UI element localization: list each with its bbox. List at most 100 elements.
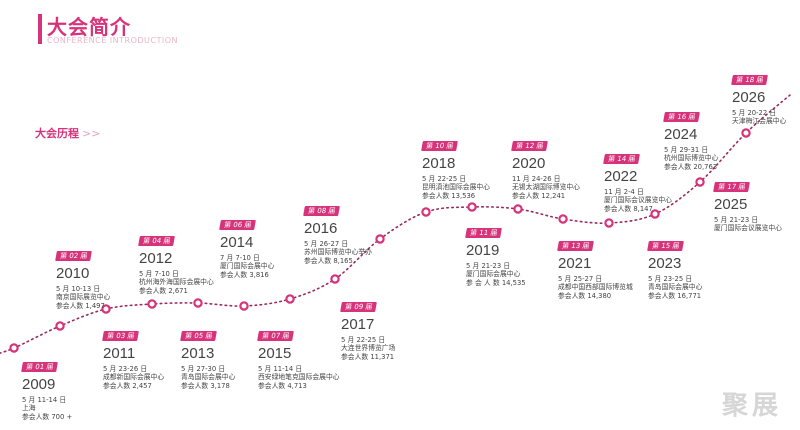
edition-year: 2013 (181, 345, 215, 362)
edition-badge: 第 12 届 (511, 141, 549, 151)
edition-venue: 成都新国际会展中心 (103, 373, 165, 382)
edition-badge: 第 03 届 (102, 331, 140, 341)
edition-venue: 大连世界博览广场 (341, 344, 396, 353)
edition-date: 5 月 21-23 日 (466, 261, 511, 270)
edition-venue: 苏州国际博览中心举办 (304, 248, 372, 257)
edition-attendance: 参会人数 3,178 (181, 381, 230, 390)
edition-venue: 上海 (22, 404, 36, 413)
edition-date: 5 月 26-27 日 (304, 239, 349, 248)
edition-date: 5 月 7-10 日 (139, 269, 179, 278)
edition-date: 5 月 10-13 日 (56, 284, 101, 293)
edition-badge: 第 02 届 (55, 251, 93, 261)
edition-year: 2020 (512, 155, 546, 172)
edition-year: 2023 (648, 255, 682, 272)
edition-badge: 第 18 届 (731, 75, 769, 85)
edition-badge: 第 09 届 (340, 302, 378, 312)
edition-attendance: 参会人数 700 + (22, 412, 73, 421)
edition-year: 2010 (56, 265, 90, 282)
edition-year: 2011 (103, 345, 136, 362)
edition-attendance: 参会人数 14,380 (558, 291, 612, 300)
edition-year: 2024 (664, 126, 698, 143)
edition-date: 5 月 22-25 日 (422, 174, 467, 183)
edition-venue: 西安绿地笔克国际会展中心 (258, 373, 340, 382)
edition-year: 2021 (558, 255, 592, 272)
edition-venue: 天津梅江会展中心 (732, 117, 787, 126)
edition-date: 5 月 22-25 日 (341, 335, 386, 344)
timeline-dot (101, 304, 111, 314)
edition-badge: 第 16 届 (663, 112, 701, 122)
edition-badge: 第 15 届 (647, 241, 685, 251)
section-label: 大会历程 (35, 127, 79, 140)
edition-attendance: 参会人数 11,371 (341, 352, 395, 361)
edition-attendance: 参会人数 13,536 (422, 191, 476, 200)
edition-year: 2019 (466, 242, 500, 259)
timeline-dot (650, 209, 660, 219)
edition-venue: 昆明滇池国际会展中心 (422, 183, 490, 192)
timeline-dot (239, 301, 249, 311)
edition-date: 11 月 2-4 日 (604, 187, 644, 196)
timeline-entry: 第 03 届 2011 5 月 23-26 日成都新国际会展中心参会人数 2,457 (102, 323, 165, 390)
edition-venue: 青岛国际会展中心 (648, 283, 703, 292)
edition-venue: 无锡太湖国际博览中心 (512, 183, 580, 192)
edition-year: 2018 (422, 155, 456, 172)
edition-year: 2022 (604, 168, 638, 185)
edition-venue: 南京国际展览中心 (56, 293, 111, 302)
timeline-dot (513, 204, 523, 214)
edition-date: 5 月 23-26 日 (103, 364, 148, 373)
edition-badge: 第 04 届 (138, 236, 176, 246)
edition-venue: 杭州国际博览中心 (664, 154, 719, 163)
edition-date: 11 月 24-26 日 (512, 174, 561, 183)
edition-badge: 第 05 届 (180, 331, 218, 341)
timeline-dot (604, 218, 614, 228)
edition-badge: 第 17 届 (713, 182, 751, 192)
edition-date: 5 月 27-30 日 (181, 364, 226, 373)
page-title: 大会简介 (47, 15, 131, 39)
edition-attendance: 参会人数 20,763 (664, 162, 718, 171)
timeline-entry: 第 05 届 2013 5 月 27-30 日青岛国际会展中心参会人数 3,178 (180, 323, 236, 390)
title-accent-bar (38, 14, 42, 44)
edition-year: 2012 (139, 250, 173, 267)
edition-date: 5 月 23-25 日 (648, 274, 693, 283)
timeline-dot (330, 274, 340, 284)
timeline-entry: 第 16 届 2024 5 月 29-31 日杭州国际博览中心参会人数 20,763 (663, 104, 719, 171)
edition-venue: 青岛国际会展中心 (181, 373, 236, 382)
edition-badge: 第 07 届 (257, 331, 295, 341)
edition-date: 5 月 21-23 日 (714, 215, 759, 224)
timeline-entry: 第 15 届 2023 5 月 23-25 日青岛国际会展中心参会人数 16,771 (647, 233, 703, 300)
edition-date: 7 月 7-10 日 (220, 253, 260, 262)
edition-badge: 第 08 届 (303, 206, 341, 216)
edition-date: 5 月 25-27 日 (558, 274, 603, 283)
timeline-dot (558, 214, 568, 224)
edition-year: 2016 (304, 220, 338, 237)
edition-year: 2015 (258, 345, 292, 362)
edition-badge: 第 11 届 (465, 228, 503, 238)
edition-venue: 杭州海外海国际会展中心 (139, 278, 214, 287)
edition-badge: 第 14 届 (603, 154, 641, 164)
edition-venue: 厦门国际会议展览中心 (604, 196, 672, 205)
page-subtitle: CONFERENCE INTRODUCTION (47, 36, 179, 45)
timeline-dot (285, 294, 295, 304)
watermark-logo: 聚展 (721, 391, 782, 421)
edition-year: 2025 (714, 196, 748, 213)
timeline-dot (147, 299, 157, 309)
edition-attendance: 参会人数 2,457 (103, 381, 152, 390)
edition-attendance: 参会人数 3,816 (220, 270, 269, 279)
edition-badge: 第 13 届 (557, 241, 595, 251)
edition-venue: 成都中国西部国际博览城 (558, 283, 633, 292)
edition-date: 5 月 29-31 日 (664, 145, 709, 154)
edition-badge: 第 06 届 (219, 220, 257, 230)
edition-attendance: 参 会 人 数 14,535 (466, 278, 526, 287)
timeline-entry: 第 13 届 2021 5 月 25-27 日成都中国西部国际博览城参会人数 14,… (557, 233, 633, 300)
edition-attendance: 参会人数 16,771 (648, 291, 702, 300)
edition-attendance: 参会人数 8,165 (304, 256, 353, 265)
edition-attendance: 参会人数 12,241 (512, 191, 566, 200)
